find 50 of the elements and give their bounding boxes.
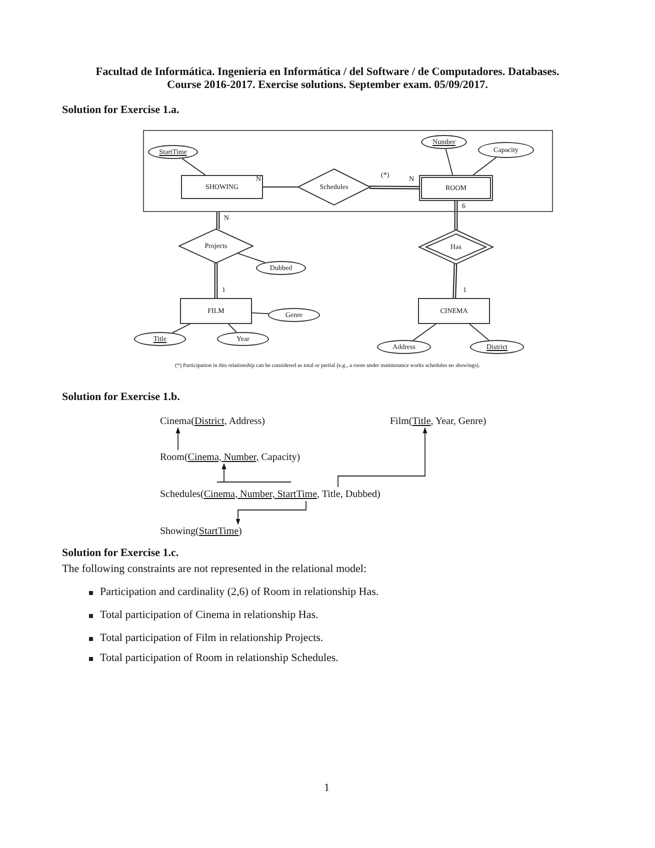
page-title: Facultad de Informática. Ingeniería en Informática / del Software / de Computadores. Databases. Course 2016-2017. Exercise solutions. September exam. 05/09/2017. [94, 66, 560, 92]
entity-box [181, 175, 263, 199]
entity-box [418, 298, 490, 324]
list-item: Total participation of Film in relationship Projects. [100, 632, 324, 644]
attribute-ellipse [256, 261, 306, 275]
list-item: Participation and cardinality (2,6) of Room in relationship Has. [100, 586, 379, 598]
connector-line [262, 186, 298, 188]
connector-line [252, 312, 269, 314]
key-attribute-ellipse [470, 340, 524, 354]
connector-line [214, 263, 218, 298]
relation-schema: Cinema(District, Address) [160, 414, 265, 428]
relation-schema: Room(Cinema, Number, Capacity) [160, 450, 300, 464]
section-heading: Solution for Exercise 1.b. [62, 391, 180, 403]
weak-relationship-diamond [419, 230, 493, 264]
attribute-ellipse [377, 340, 431, 354]
connector-line [472, 157, 497, 176]
key-attribute-ellipse [421, 135, 467, 149]
weak-entity-box [419, 175, 493, 201]
aggregation-box [143, 130, 553, 212]
connector-line [228, 324, 237, 333]
relation-schema: Film(Title, Year, Genre) [390, 414, 486, 428]
body-text: 1 [324, 782, 330, 794]
foreign-key-arrow [236, 500, 306, 525]
connector-line [445, 148, 454, 176]
attribute-ellipse [478, 142, 534, 158]
connector-line [172, 324, 190, 334]
connector-line [182, 158, 206, 176]
connector-line [452, 264, 458, 298]
relation-schema: Showing(StartTime) [160, 524, 242, 538]
relationship-diamond [179, 229, 253, 263]
list-item: Total participation of Cinema in relationship Has. [100, 609, 318, 621]
entity-box [180, 298, 252, 324]
connector-line [469, 324, 490, 341]
connector-line [369, 186, 420, 190]
foreign-key-arrow [176, 427, 180, 450]
relation-schema: Schedules(Cinema, Number, StartTime, Title, Dubbed) [160, 487, 380, 501]
attribute-ellipse [217, 332, 269, 346]
section-heading: Solution for Exercise 1.a. [62, 104, 180, 116]
section-heading: Solution for Exercise 1.c. [62, 547, 179, 559]
attribute-ellipse [268, 308, 320, 322]
key-attribute-ellipse [148, 145, 198, 159]
relationship-diamond [298, 169, 370, 205]
connector-line [412, 324, 436, 341]
foreign-key-arrow [222, 463, 226, 482]
body-text: The following constraints are not represented in the relational model: [62, 563, 367, 575]
list-item: Total participation of Room in relationship Schedules. [100, 652, 338, 664]
foreign-key-arrow [338, 427, 428, 488]
connector-line [454, 201, 458, 230]
key-attribute-ellipse [134, 332, 186, 346]
connector-line [216, 212, 220, 229]
